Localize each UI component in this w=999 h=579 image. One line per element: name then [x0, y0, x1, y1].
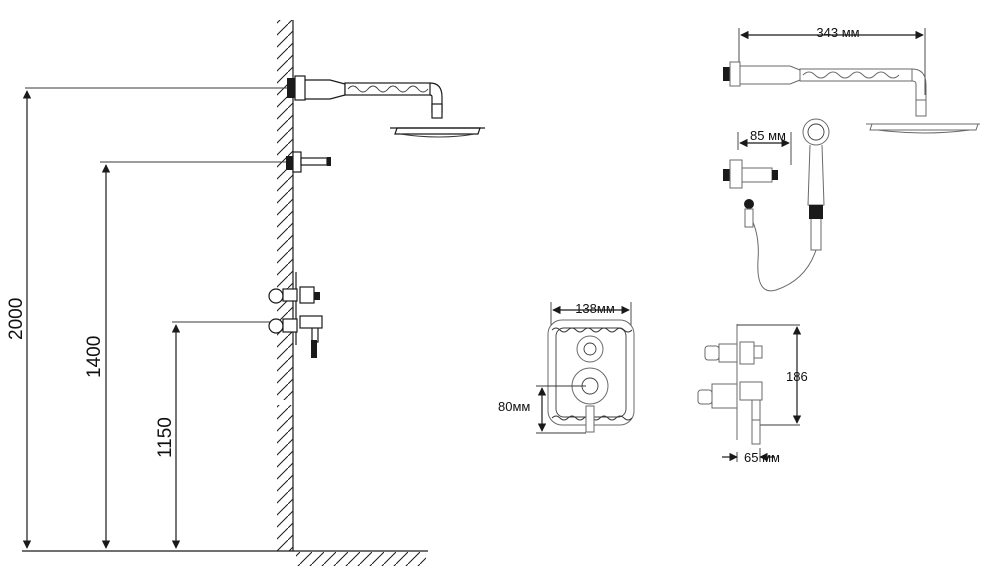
cover-plate-component: 138мм 80мм — [498, 301, 635, 434]
overhead-shower-component: 343 мм — [723, 25, 980, 134]
hand-shower-outlet-left — [286, 151, 331, 173]
hand-shower-component — [744, 118, 830, 292]
plate-offset-label: 80мм — [498, 399, 530, 414]
wall-outlet-length-label: 85 мм — [750, 128, 786, 143]
hand-shower-outlet-height-label: 1400 — [84, 336, 105, 378]
wall-section — [277, 20, 294, 551]
mixer-left — [268, 272, 323, 358]
overhead-arm-length-label: 343 мм — [816, 25, 859, 40]
wall-outlet-component: 85 мм — [723, 128, 792, 189]
mixer-height-label: 1150 — [155, 417, 176, 458]
dimension-hand-shower-outlet: 1400 — [84, 161, 290, 549]
dimension-shower-head: 2000 — [6, 87, 290, 549]
overhead-shower-left — [287, 75, 485, 138]
mixer-depth-label: 65 мм — [744, 450, 780, 465]
plate-width-label: 138мм — [575, 301, 615, 316]
shower-head-height-label: 2000 — [6, 298, 27, 340]
mixer-height-dimension-label: 186 — [786, 369, 808, 384]
floor-section — [22, 550, 428, 566]
dimension-mixer: 1150 — [155, 321, 270, 549]
mixer-side-component: 186 65 мм — [697, 324, 808, 465]
